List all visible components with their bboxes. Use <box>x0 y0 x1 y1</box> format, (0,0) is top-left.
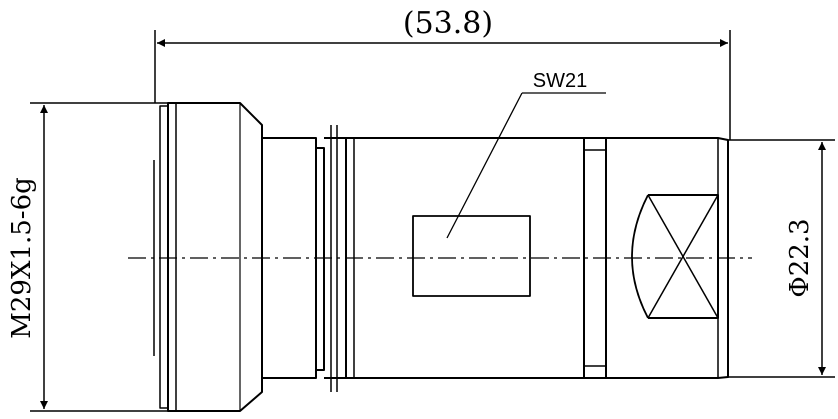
diameter-dimension <box>728 139 835 378</box>
nut-front-face <box>159 105 168 409</box>
thread-dimension <box>30 102 168 412</box>
groove-outline <box>316 147 325 371</box>
leader-line <box>446 92 523 239</box>
overall-length-dimension <box>154 30 731 140</box>
rear-face-outline <box>648 194 719 319</box>
wrench-flat <box>412 215 531 297</box>
wrench-size-label: SW21 <box>533 70 587 92</box>
thread-spec-label: M29X1.5-6g <box>7 177 37 339</box>
coupling-nut-outline <box>167 102 263 412</box>
diameter-label: Φ22.3 <box>785 218 815 297</box>
rear-face-cross-2 <box>647 194 719 319</box>
connector-body <box>153 102 729 412</box>
wrench-size-leader <box>446 92 606 239</box>
rear-face-curve <box>631 194 649 319</box>
overall-length-label: (53.8) <box>403 6 493 41</box>
